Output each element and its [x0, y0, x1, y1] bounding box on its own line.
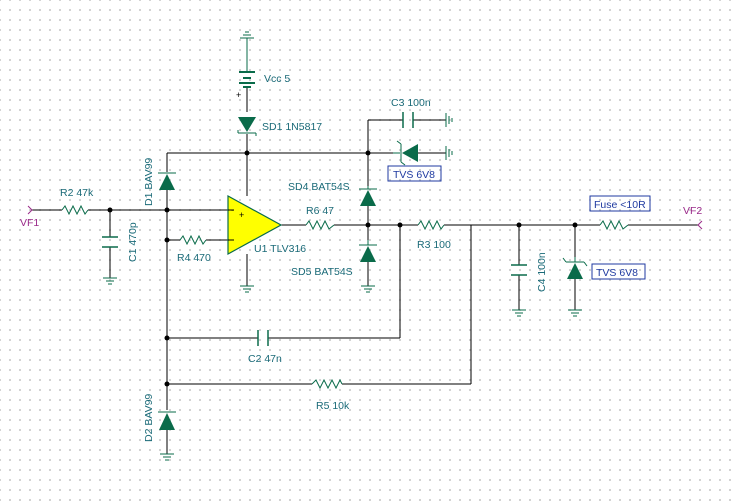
junctions — [107, 150, 578, 387]
tvs1-label-box — [387, 165, 442, 182]
resistor-r5[interactable] — [311, 378, 343, 390]
label-r3: R3 100 — [417, 239, 451, 251]
diode-sd1[interactable] — [237, 117, 257, 136]
diode-d2[interactable] — [158, 411, 176, 430]
ground-symbols — [103, 31, 582, 461]
label-d1: D1 BAV99 — [143, 158, 155, 206]
ground-icon — [445, 146, 453, 160]
fuse-resistor[interactable] — [599, 219, 629, 231]
label-sd5: SD5 BAT54S — [291, 266, 353, 278]
label-c2: C2 47n — [248, 353, 282, 365]
label-r2: R2 47k — [60, 187, 94, 199]
label-vf1: VF1 — [20, 217, 39, 229]
capacitor-c3[interactable] — [402, 112, 414, 128]
fuse-label-box — [589, 195, 651, 212]
label-tvs-2: TVS 6V8 — [596, 267, 638, 279]
capacitor-c2[interactable] — [257, 330, 269, 346]
opamp-u1[interactable] — [227, 194, 283, 256]
ground-icon — [160, 453, 174, 461]
label-tvs-1: TVS 6V8 — [393, 169, 435, 181]
ground-icon — [240, 285, 254, 293]
battery-plus-sign: + — [236, 90, 241, 100]
label-u1: U1 TLV316 — [254, 243, 306, 255]
label-r5: R5 10k — [316, 400, 350, 412]
tvs-diode-1[interactable] — [393, 140, 418, 166]
resistor-r3[interactable] — [417, 219, 445, 231]
opamp-minus-sign: - — [231, 205, 234, 215]
diode-d1[interactable] — [158, 172, 176, 190]
label-c3: C3 100n — [391, 97, 431, 109]
diode-sd5[interactable] — [359, 240, 377, 262]
opamp-plus-sign: + — [239, 210, 244, 220]
capacitor-c1[interactable] — [102, 236, 118, 248]
label-r6: R6 47 — [306, 205, 334, 217]
ground-icon — [568, 309, 582, 317]
ground-icon — [361, 285, 375, 293]
ground-icon — [240, 31, 254, 44]
resistor-r2[interactable] — [61, 204, 89, 216]
tvs2-label-box — [591, 263, 646, 280]
label-vcc: Vcc 5 — [264, 73, 290, 85]
diode-sd4[interactable] — [359, 186, 377, 206]
label-d2: D2 BAV99 — [143, 394, 155, 442]
resistor-r6[interactable] — [305, 219, 335, 231]
tvs-diode-2[interactable] — [562, 257, 588, 279]
port-vf1-icon[interactable] — [27, 205, 33, 215]
label-fuse: Fuse <10R — [594, 199, 646, 211]
ground-icon — [445, 113, 453, 127]
ground-icon — [103, 277, 117, 285]
resistor-r4[interactable] — [179, 234, 207, 246]
port-vf2-icon[interactable] — [697, 220, 703, 230]
label-c4: C4 100n — [536, 252, 548, 292]
label-c1: C1 470p — [127, 222, 139, 262]
capacitor-c4[interactable] — [511, 264, 527, 276]
ground-icon — [512, 309, 526, 317]
battery-vcc[interactable] — [239, 44, 255, 88]
label-sd4: SD4 BAT54S — [288, 181, 350, 193]
label-r4: R4 470 — [177, 252, 211, 264]
label-sd1: SD1 1N5817 — [262, 121, 322, 133]
label-vf2: VF2 — [683, 205, 702, 217]
